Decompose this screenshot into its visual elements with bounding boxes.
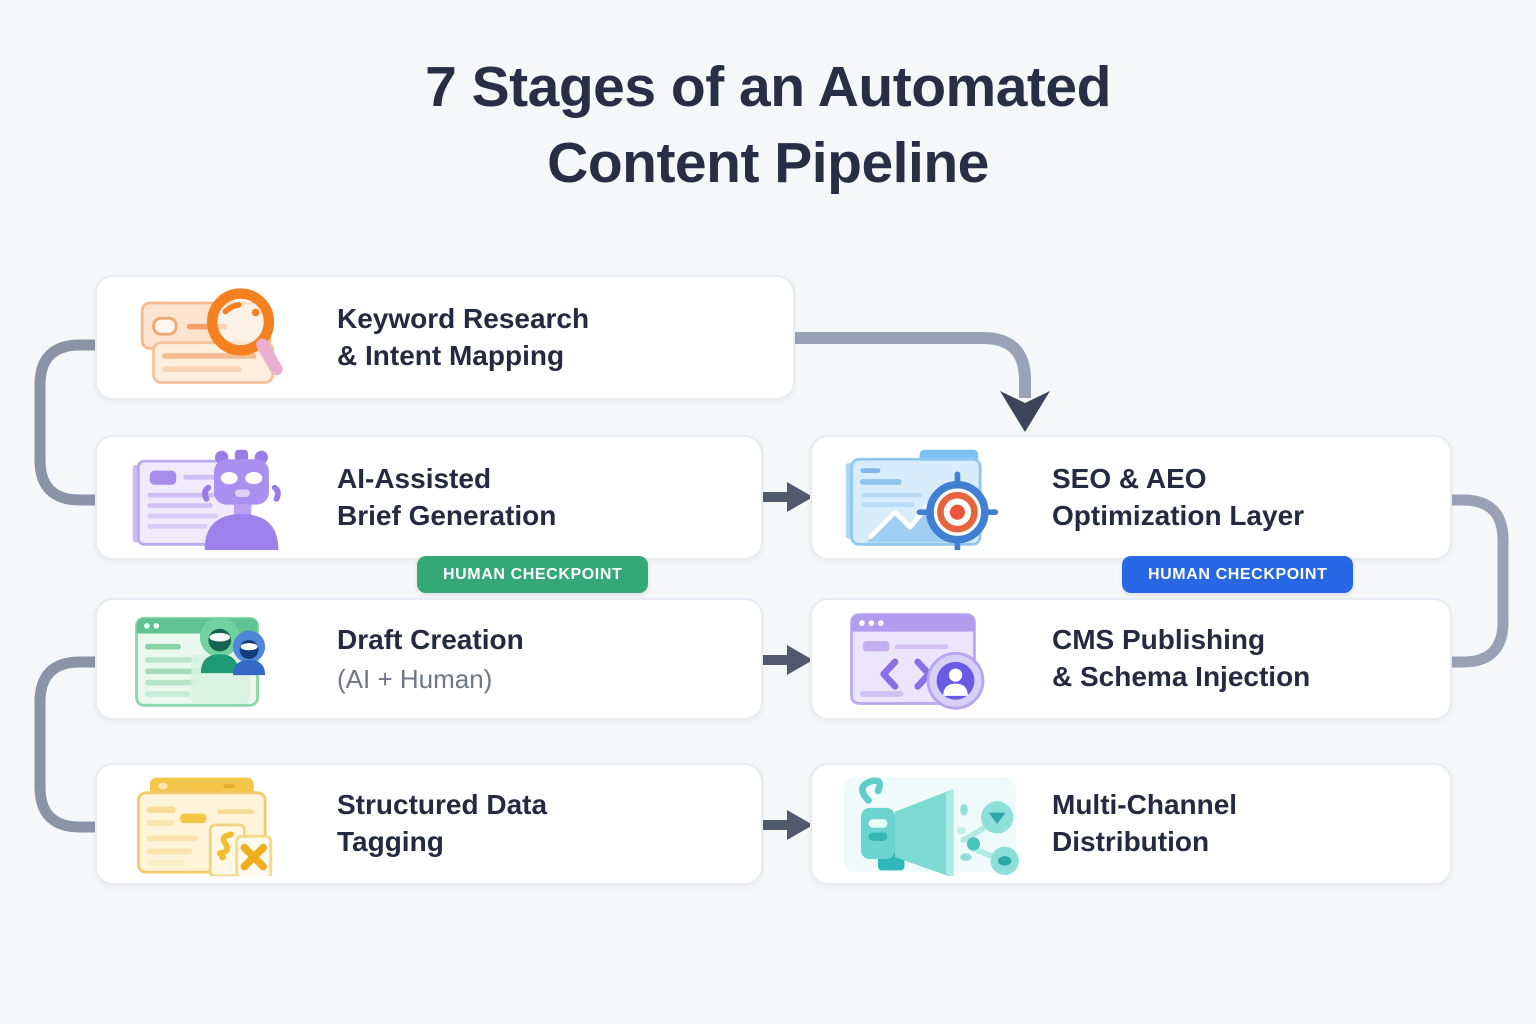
curve-stage3-to-stage4	[34, 656, 118, 833]
curve-stage1-to-stage2	[34, 339, 118, 506]
stage-title-line: Optimization Layer	[1052, 499, 1305, 531]
stage-title-line: Keyword Research	[337, 302, 590, 334]
stage-title-line: & Schema Injection	[1052, 661, 1311, 692]
structured-data-icon	[125, 772, 305, 876]
stage-card-ai-brief: AI-Assisted Brief Generation	[95, 435, 763, 560]
stage-subtitle: (AI + Human)	[337, 663, 493, 694]
stage-title-line: SEO & AEO	[1052, 462, 1207, 494]
stage-title-line: Multi-Channel	[1052, 789, 1238, 821]
cms-publishing-icon	[840, 607, 1020, 711]
elbow-arrow-keyword-to-seo	[793, 332, 1031, 398]
ai-brief-icon	[125, 446, 305, 550]
stage-title-line: Draft Creation	[337, 623, 524, 655]
keyword-research-icon	[125, 286, 305, 390]
stage-title-line: Tagging	[337, 826, 444, 857]
arrow-draft-to-cms	[762, 645, 813, 675]
stage-card-seo-aeo: SEO & AEO Optimization Layer	[810, 435, 1452, 560]
stage-title-line: Structured Data	[337, 789, 548, 821]
distribution-icon	[840, 772, 1020, 876]
stage-card-structured-data: Structured Data Tagging	[95, 763, 763, 885]
arrow-brief-to-seo	[762, 482, 813, 512]
stage-card-distribution: Multi-Channel Distribution	[810, 763, 1452, 885]
arrow-tagging-to-distribution	[762, 810, 813, 840]
stage-title-line: Brief Generation	[337, 499, 557, 531]
stage-card-keyword-research: Keyword Research & Intent Mapping	[95, 275, 795, 400]
stage-title-line: CMS Publishing	[1052, 624, 1266, 656]
stage-title-line: AI-Assisted	[337, 462, 492, 494]
curve-seo-to-cms	[1434, 494, 1509, 668]
page-title: 7 Stages of an Automated Content Pipelin…	[425, 55, 1111, 195]
human-checkpoint-badge-blue: HUMAN CHECKPOINT	[1122, 556, 1354, 593]
human-checkpoint-badge-green: HUMAN CHECKPOINT	[417, 556, 649, 593]
stage-title-line: Distribution	[1052, 826, 1210, 857]
stage-card-cms-publishing: CMS Publishing & Schema Injection	[810, 598, 1452, 720]
stage-title-line: & Intent Mapping	[337, 339, 565, 371]
elbow-arrowhead	[1000, 391, 1050, 432]
seo-target-icon	[840, 446, 1020, 550]
draft-creation-icon	[125, 607, 305, 711]
stage-card-draft-creation: Draft Creation (AI + Human)	[95, 598, 763, 720]
